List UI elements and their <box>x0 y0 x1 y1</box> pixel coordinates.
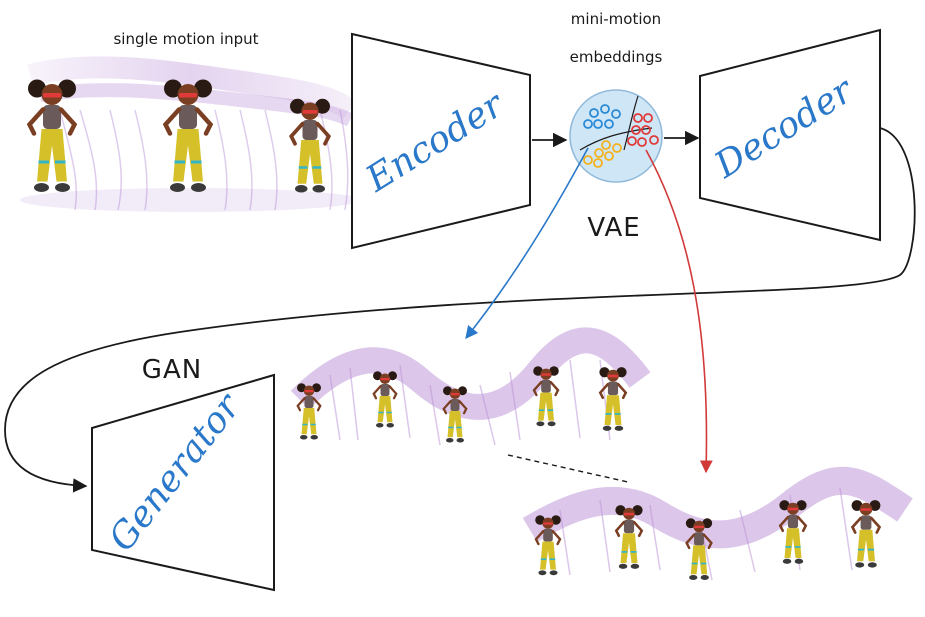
output1-dancer-1 <box>295 382 323 441</box>
input-dancer-2 <box>164 80 212 193</box>
yellow-cluster <box>583 140 622 168</box>
gan-label: GAN <box>142 355 202 385</box>
output2-dancer-1 <box>533 513 563 577</box>
vae-label: VAE <box>587 213 640 243</box>
red-arrow-to-output-2 <box>645 149 713 474</box>
embedding-space-circle <box>569 89 663 183</box>
output1-dancer-2 <box>371 370 399 429</box>
mini-motion-embeddings: mini-motion embeddings <box>569 10 663 243</box>
encoder-block: Encoder <box>351 32 531 250</box>
input-dancer-3 <box>290 99 330 193</box>
output2-dancer-2 <box>614 503 644 571</box>
input-motion-strip: single motion input <box>20 30 360 212</box>
input-motion-trail <box>20 56 360 212</box>
generator-block: Generator <box>91 373 275 592</box>
output-motion-1 <box>290 327 651 446</box>
dashed-connector <box>507 454 629 483</box>
decoder-block: Decoder <box>699 28 881 242</box>
output1-dancer-4 <box>531 364 561 428</box>
output2-dancer-3 <box>684 517 714 582</box>
red-cluster <box>627 113 659 147</box>
mini-motion-label-line2: embeddings <box>570 48 663 66</box>
single-motion-input-label: single motion input <box>113 30 258 48</box>
mini-motion-label-line1: mini-motion <box>571 10 661 28</box>
blue-arrow-to-output-1 <box>465 147 589 340</box>
output2-dancer-4 <box>777 498 809 566</box>
output1-dancer-5 <box>598 365 628 433</box>
blue-cluster <box>583 104 621 129</box>
output2-dancer-5 <box>850 498 882 570</box>
arrow-decoder-to-generator <box>4 127 916 493</box>
output-motion-2 <box>522 466 913 582</box>
input-dancer-1 <box>28 80 76 193</box>
